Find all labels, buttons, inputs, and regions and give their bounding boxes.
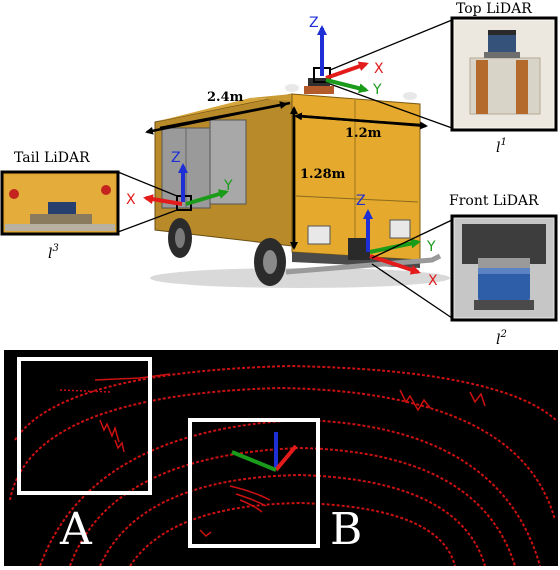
top-z-label: Z [309,15,319,31]
dim-length-label: 2.4m [207,90,244,105]
tail-lidar-symbol: l3 [48,243,59,262]
vehicle [150,67,450,288]
top-lidar-callout [450,16,558,132]
front-x-label: X [428,273,438,289]
region-b-label: B [330,504,362,555]
tail-lidar-callout [0,170,120,236]
region-a-label: A [59,504,93,555]
dim-width-label: 1.2m [345,126,382,141]
tail-x-label: X [126,192,136,208]
scan-clusters [59,373,486,538]
region-b-axes [231,432,298,472]
top-lidar-title: Top LiDAR [456,1,532,17]
front-lidar-symbol: l2 [496,329,507,348]
front-y-label: Y [426,239,436,255]
tail-lidar-frame [143,163,229,206]
top-y-label: Y [372,82,382,98]
callout-leaders [117,19,453,319]
front-lidar-title: Front LiDAR [449,193,539,209]
top-lidar-frame [317,25,369,94]
dimension-arrows [145,101,428,250]
top-lidar-symbol: l1 [496,137,507,156]
dim-height-label: 1.28m [300,167,346,182]
tail-y-label: Y [223,178,233,194]
front-lidar-callout [450,214,558,322]
front-z-label: Z [356,193,366,209]
tail-lidar-title: Tail LiDAR [14,150,90,166]
tail-z-label: Z [171,150,181,166]
top-x-label: X [374,61,384,77]
region-b-box [188,418,320,548]
region-a-box [17,357,152,495]
